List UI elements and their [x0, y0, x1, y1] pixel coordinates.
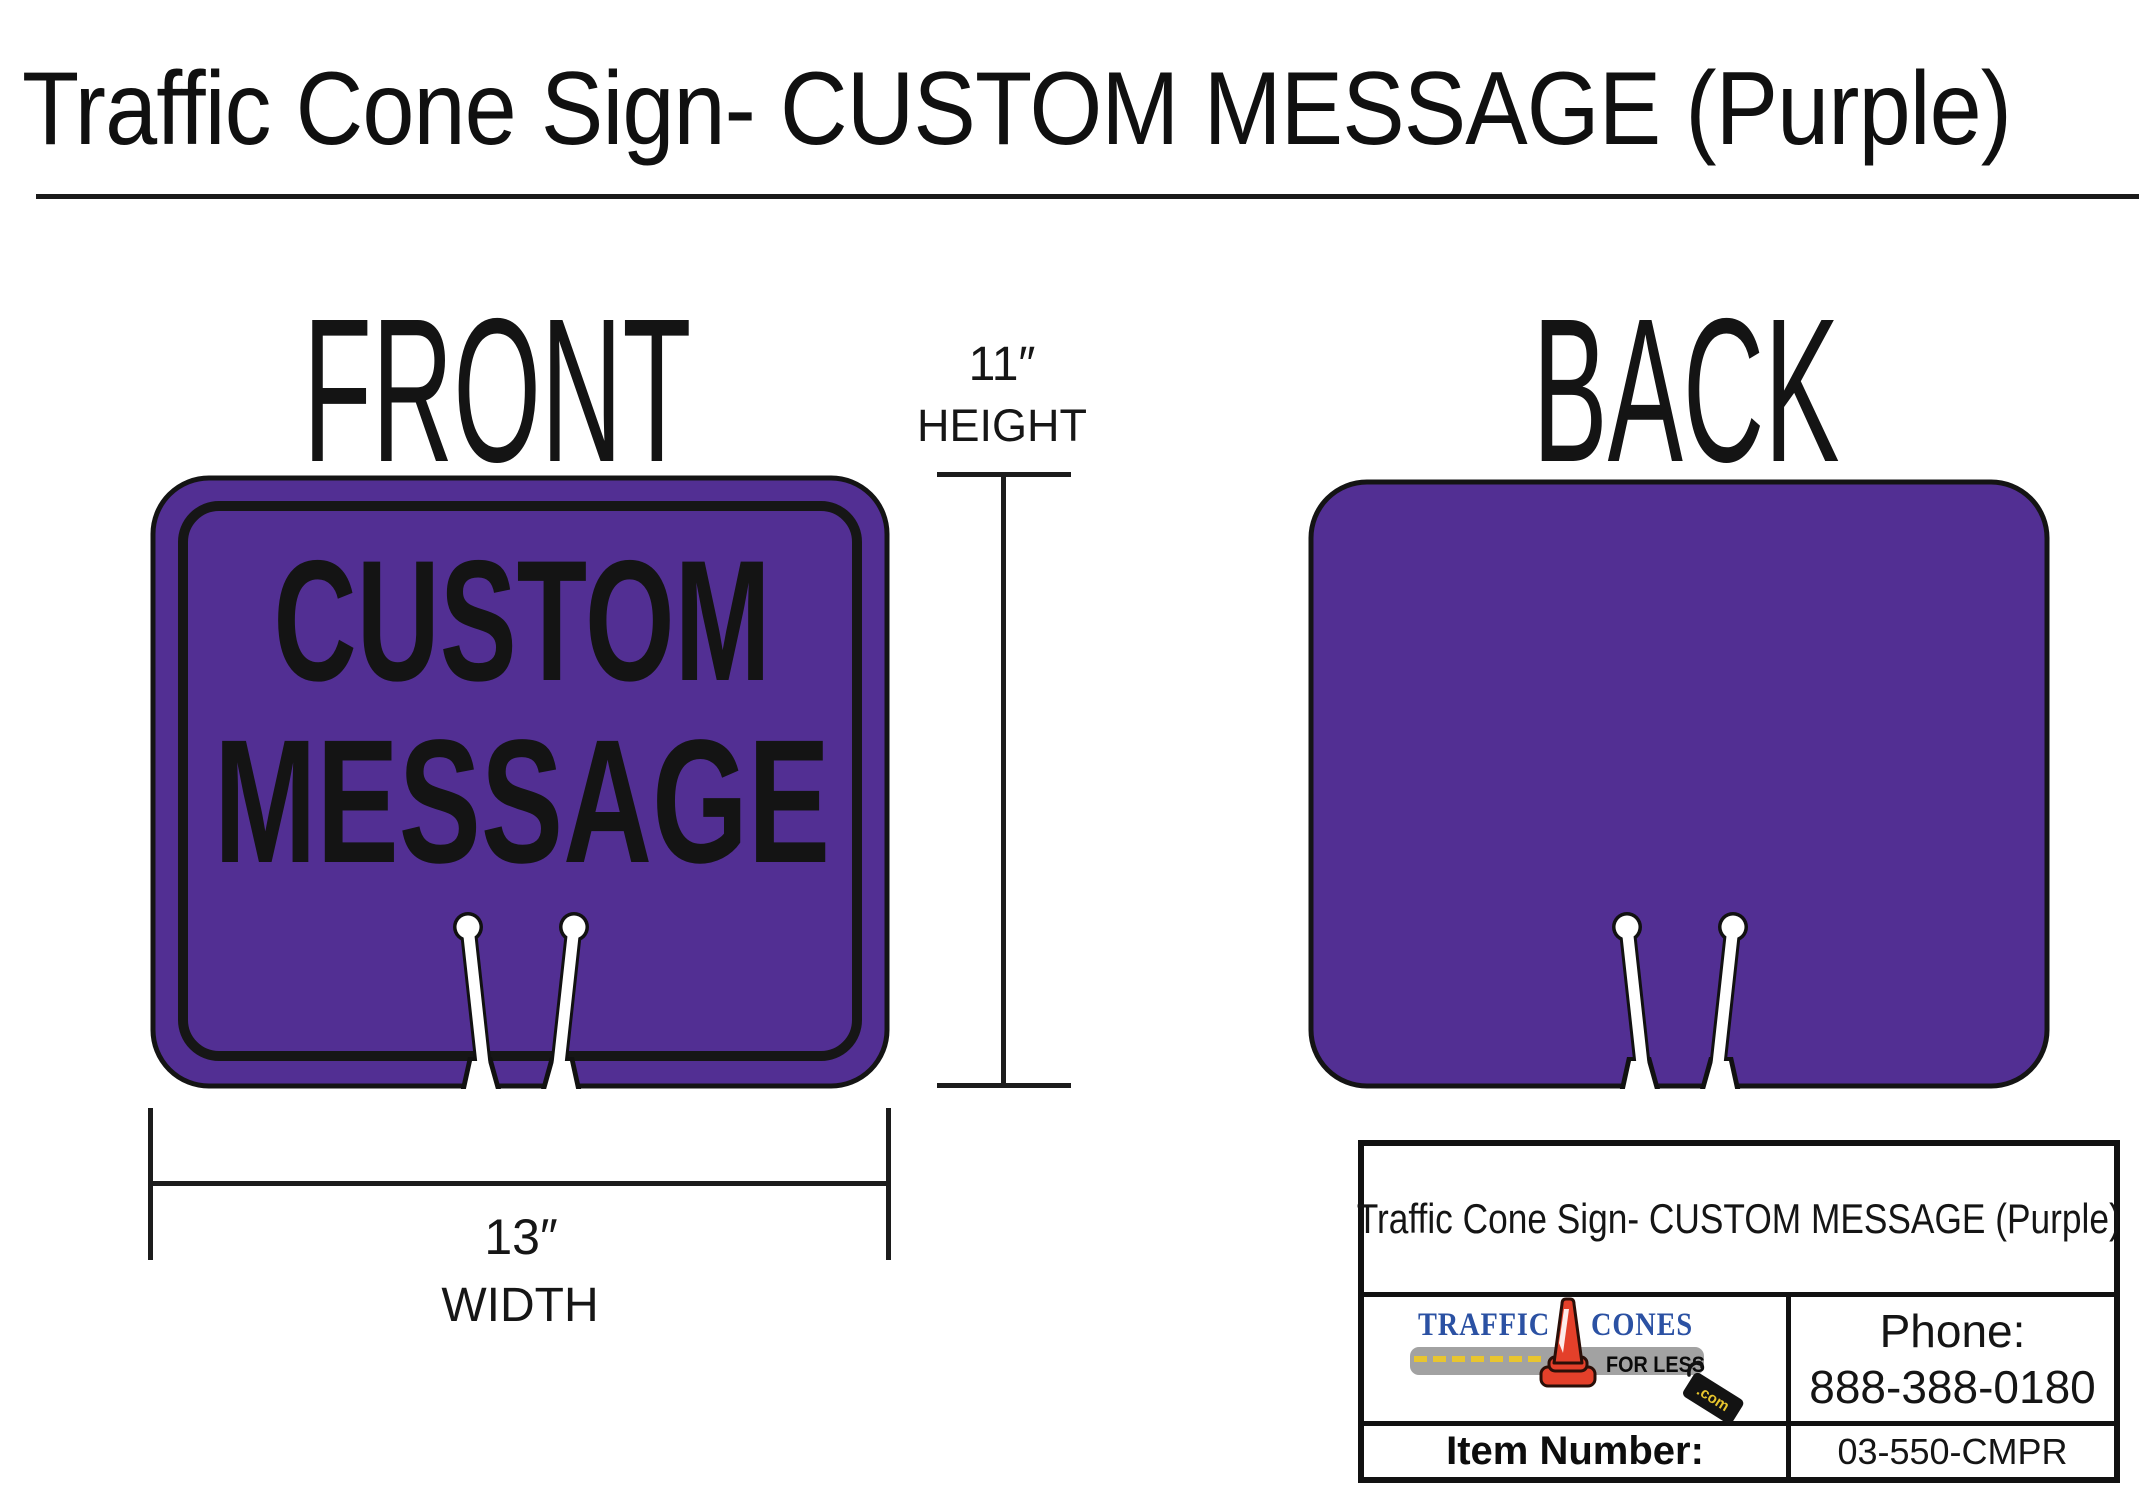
product-info-box: Traffic Cone Sign- CUSTOM MESSAGE (Purpl…: [1357, 1140, 2121, 1483]
height-dim-bottom-tick: [937, 1083, 1071, 1088]
logo-word-traffic: TRAFFIC: [1418, 1307, 1551, 1343]
item-number-value: 03-550-CMPR: [1837, 1430, 2068, 1472]
height-dimension-label: HEIGHT: [916, 400, 1087, 451]
item-number-value-cell: 03-550-CMPR: [1791, 1426, 2114, 1477]
item-number-label: Item Number:: [1446, 1429, 1704, 1473]
front-view-heading: FRONT: [303, 276, 692, 505]
front-sign-mounting-slots: [453, 912, 589, 1089]
back-sign-mounting-slots: [1612, 912, 1748, 1089]
width-dimension-label: WIDTH: [441, 1279, 599, 1332]
page-title: Traffic Cone Sign- CUSTOM MESSAGE (Purpl…: [22, 51, 2012, 167]
info-product-title: Traffic Cone Sign- CUSTOM MESSAGE (Purpl…: [1357, 1195, 2121, 1242]
front-sign-text-line2: MESSAGE: [214, 703, 830, 900]
info-box-divider-2: [1364, 1421, 2114, 1426]
traffic-cone-icon: [1539, 1297, 1597, 1388]
width-dimension-value: 13″: [484, 1209, 558, 1265]
tag-hook-icon: [1687, 1360, 1704, 1377]
info-box-vertical-divider: [1786, 1292, 1791, 1478]
logo-word-cones: CONES: [1591, 1307, 1694, 1343]
height-dim-line: [1001, 472, 1006, 1085]
logo-domain: .com: [1693, 1381, 1733, 1415]
logo-dotcom-tag: .com: [1681, 1371, 1746, 1426]
back-sign-face: [1308, 479, 2050, 1089]
width-dim-line: [148, 1181, 891, 1186]
front-sign-image: CUSTOM MESSAGE: [150, 475, 890, 1089]
front-sign-inner-border: [178, 501, 862, 1061]
front-sign-face: [150, 475, 890, 1089]
phone-number: 888-388-0180: [1809, 1361, 2096, 1413]
traffic-cones-for-less-logo: TRAFFIC CONES FOR LESS .com: [1410, 1295, 1746, 1426]
back-view-heading: BACK: [1532, 276, 1840, 505]
item-number-label-cell: Item Number:: [1364, 1426, 1786, 1477]
info-product-title-row: Traffic Cone Sign- CUSTOM MESSAGE (Purpl…: [1357, 1146, 2121, 1292]
phone-cell: Phone: 888-388-0180: [1791, 1297, 2114, 1421]
title-divider: [36, 194, 2139, 199]
logo-road-dashes: [1414, 1356, 1541, 1362]
info-box-divider-1: [1364, 1292, 2114, 1297]
back-sign-image: [1308, 479, 2050, 1089]
width-dim-right-tick: [886, 1108, 891, 1260]
phone-label: Phone:: [1879, 1304, 2026, 1357]
logo-tagline: FOR LESS: [1606, 1352, 1706, 1377]
front-sign-text-line1: CUSTOM: [273, 525, 770, 718]
height-dimension-value: 11″: [968, 338, 1036, 391]
